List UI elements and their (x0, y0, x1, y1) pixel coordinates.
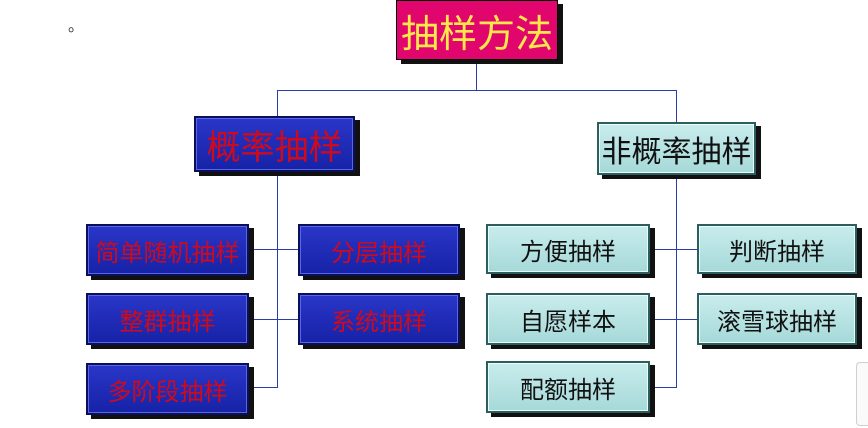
probability-sampling-node: 概率抽样 (194, 116, 355, 172)
judgment-sampling-node: 判断抽样 (697, 224, 857, 274)
simple-random-sampling-node: 简单随机抽样 (86, 224, 249, 276)
stratified-sampling-node: 分层抽样 (298, 224, 460, 276)
voluntary-sample-node: 自愿样本 (486, 293, 650, 345)
snowball-sampling-node: 滚雪球抽样 (697, 293, 857, 345)
systematic-sampling-node: 系统抽样 (298, 293, 460, 345)
bullet-mark: 。 (68, 16, 85, 35)
scroll-handle[interactable] (856, 362, 868, 426)
multistage-sampling-node: 多阶段抽样 (86, 363, 249, 415)
quota-sampling-node: 配额抽样 (486, 361, 650, 413)
convenience-sampling-node: 方便抽样 (486, 224, 650, 274)
nonprobability-sampling-node: 非概率抽样 (597, 122, 756, 175)
root-node: 抽样方法 (396, 0, 558, 60)
cluster-sampling-node: 整群抽样 (86, 293, 249, 345)
